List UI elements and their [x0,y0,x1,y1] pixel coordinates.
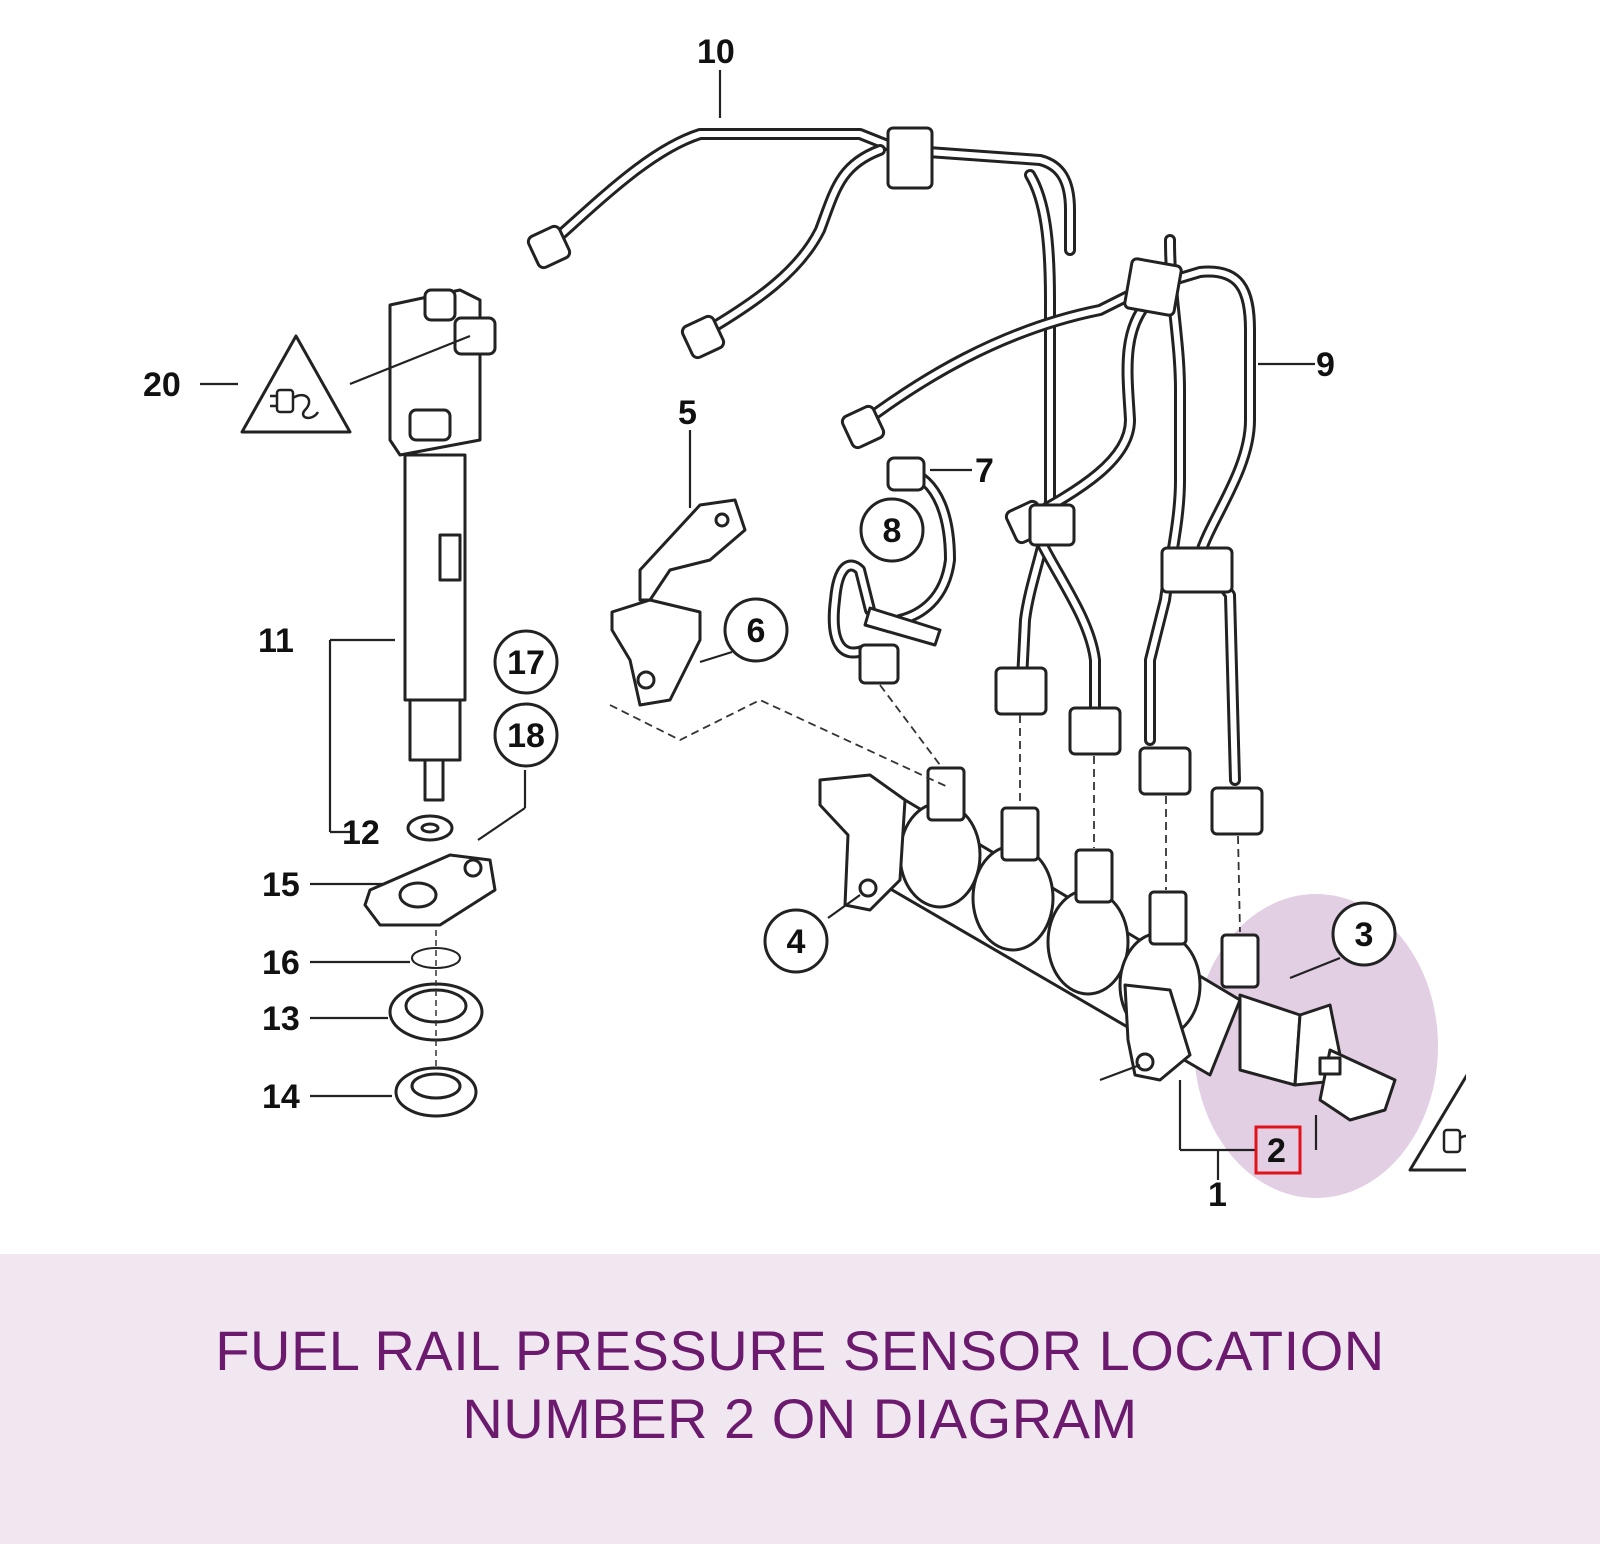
label-part-7: 7 [975,452,994,490]
label-part-16: 16 [262,944,300,982]
fuel-rail-pressure-sensor [1238,993,1397,1122]
label-part-10: 10 [697,33,735,71]
svg-text:3: 3 [1355,916,1374,954]
caption-line-2: NUMBER 2 ON DIAGRAM [462,1387,1138,1450]
label-part-13: 13 [262,1000,300,1038]
circled-label-8: 8 [859,497,925,563]
caption-line-1: FUEL RAIL PRESSURE SENSOR LOCATION [215,1319,1385,1382]
bracket-5-6 [610,498,747,707]
svg-text:4: 4 [787,923,806,961]
label-part-1: 1 [1208,1176,1227,1214]
svg-text:18: 18 [507,717,545,755]
pipe-end-nuts [526,126,1264,836]
injection-lines-10 [542,128,1076,686]
highlighted-label-2: 2 [1254,1125,1302,1175]
circled-label-18: 18 [493,702,559,768]
label-part-12: 12 [342,814,380,852]
leader-lines [200,70,1341,1180]
svg-text:8: 8 [883,512,902,550]
label-part-11: 11 [258,622,294,660]
label-part-9: 9 [1316,346,1335,384]
fuel-injector [388,288,497,802]
svg-text:17: 17 [507,644,545,682]
leak-line-7-8 [827,456,956,685]
label-part-20: 20 [143,366,181,404]
circled-label-6: 6 [723,597,789,663]
label-part-14: 14 [262,1078,300,1116]
fuel-system-exploded-diagram: 10 9 20 5 7 11 12 15 16 13 14 1 8 6 17 1… [143,33,1600,1214]
fuel-rail [818,766,1260,1082]
injector-seal-parts [363,814,497,1118]
label-part-5: 5 [678,394,697,432]
red-marker-box [1254,1125,1302,1175]
circled-label-17: 17 [493,629,559,695]
electrical-warning-triangle-partial [1408,1060,1600,1180]
circled-label-4: 4 [763,908,829,974]
svg-text:2: 2 [1267,1132,1286,1170]
circled-label-3: 3 [1331,901,1397,967]
label-part-15: 15 [262,866,300,904]
caption-band [0,1254,1600,1544]
electrical-warning-triangle-20 [240,334,352,434]
svg-text:6: 6 [747,612,766,650]
